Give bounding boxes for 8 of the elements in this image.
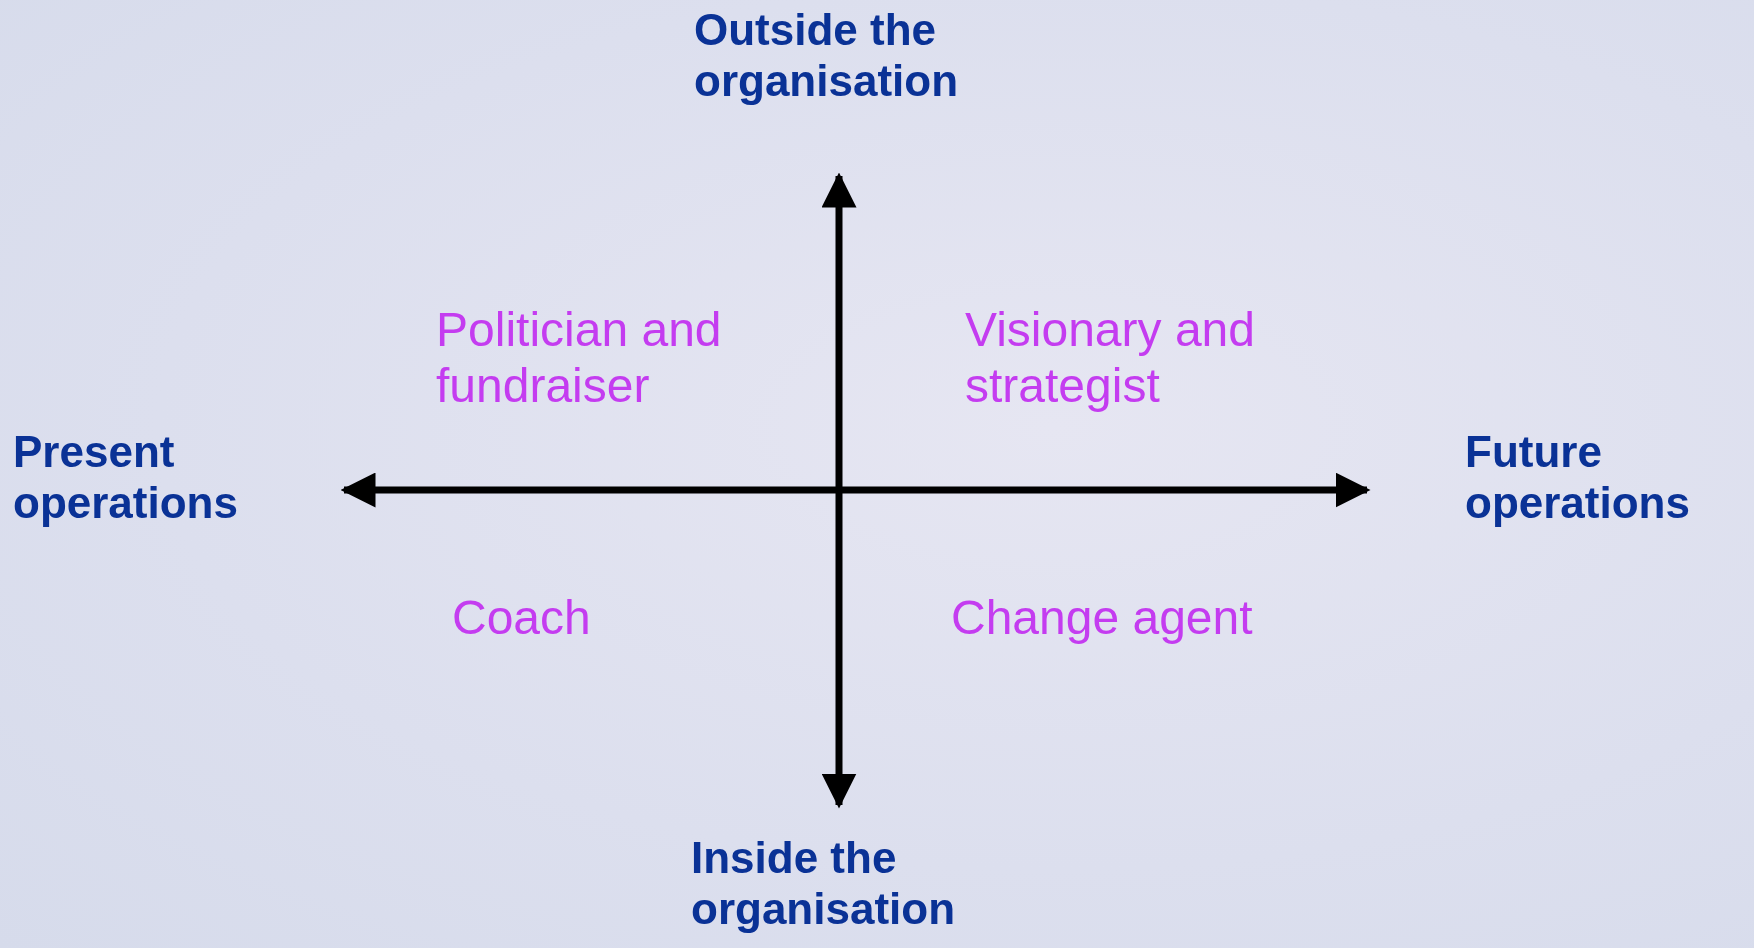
axis-label: Outside the organisation [694, 4, 960, 107]
quadrant-label: Change agent [951, 590, 1253, 646]
axis-label: Present operations [13, 426, 239, 529]
quadrant-label: Politician and fundraiser [436, 302, 723, 415]
axis-label: Future operations [1465, 426, 1691, 529]
quadrant-label: Coach [452, 590, 591, 646]
axis-label: Inside the organisation [691, 832, 957, 935]
quadrant-label: Visionary and strategist [965, 302, 1256, 415]
